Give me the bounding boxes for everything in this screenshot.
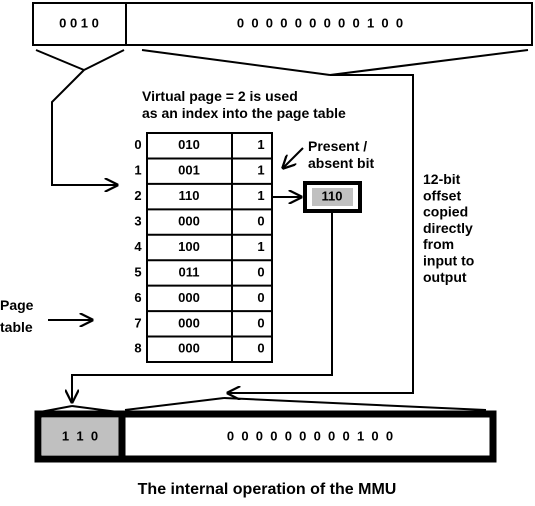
frame-output-highlight	[312, 188, 353, 206]
offset-note-line: offset	[423, 187, 461, 203]
page-table-index: 4	[134, 239, 142, 254]
present-absent-bit: 1	[257, 163, 264, 178]
page-frame-number: 001	[178, 163, 200, 178]
page-frame-number: 000	[178, 315, 200, 330]
present-note-line2: absent bit	[308, 155, 374, 171]
physical-offset-bits: 0 0 0 0 0 0 0 0 0 1 0 0	[227, 428, 393, 443]
virtual-offset-field	[125, 2, 533, 46]
index-note-line1: Virtual page = 2 is used	[142, 88, 298, 104]
page-table-row: 5 011 0	[134, 259, 272, 279]
offset-funnel	[141, 49, 529, 393]
present-absent-bit: 0	[257, 264, 264, 279]
offset-note-line: input to	[423, 253, 474, 269]
present-absent-bit: 1	[257, 137, 264, 152]
figure-caption: The internal operation of the MMU	[138, 481, 397, 498]
offset-note-line: 12-bit	[423, 171, 461, 187]
page-table-index: 5	[134, 264, 141, 279]
present-absent-bit: 0	[257, 213, 264, 228]
virtual-page-field	[32, 2, 127, 46]
page-frame-number: 000	[178, 213, 200, 228]
virtual-offset-bits: 0 0 0 0 0 0 0 0 0 1 0 0	[237, 15, 403, 30]
page-table-row: 1 001 1	[134, 157, 272, 178]
present-absent-bit: 0	[257, 315, 264, 330]
page-table-label-line1: Page	[0, 297, 34, 313]
page-table-row: 0 010 1	[134, 137, 264, 152]
offset-note-line: directly	[423, 220, 473, 236]
frame-output-value: 110	[322, 188, 343, 203]
virtual-page-bits: 0 0 1 0	[59, 15, 99, 30]
physical-frame-field	[42, 418, 119, 455]
page-table-index: 3	[134, 213, 141, 228]
page-frame-number: 011	[179, 264, 200, 279]
present-absent-bit: 0	[257, 341, 264, 356]
frame-output: 110	[303, 181, 362, 213]
page-table-index: 7	[134, 315, 141, 330]
present-bit-arrow	[283, 147, 304, 168]
offset-copy-arrow	[228, 74, 414, 393]
offset-note-line: copied	[423, 204, 468, 220]
page-table-index: 6	[134, 290, 141, 305]
page-table-index: 1	[134, 163, 141, 178]
present-note-line1: Present /	[308, 138, 367, 154]
page-table-row: 2 110 1	[134, 182, 272, 203]
index-note-line2: as an index into the page table	[142, 105, 346, 121]
frame-copy-arrow	[72, 213, 333, 402]
present-absent-bit: 1	[257, 239, 264, 254]
offset-note-line: output	[423, 269, 467, 285]
page-table-index: 0	[134, 137, 141, 152]
offset-note-line: from	[423, 236, 454, 252]
page-index-arrow	[51, 69, 117, 185]
physical-frame-bits: 1 1 0	[62, 428, 98, 443]
page-funnel	[35, 49, 125, 185]
page-frame-number: 010	[178, 137, 200, 152]
page-frame-number: 110	[179, 188, 200, 203]
page-table-row: 4 100 1	[134, 233, 272, 254]
page-table-label-line2: table	[0, 319, 33, 335]
present-absent-bit: 1	[257, 188, 264, 203]
present-absent-bit: 0	[257, 290, 264, 305]
page-table-index: 2	[134, 188, 141, 203]
physical-address-register: 1 1 0 0 0 0 0 0 0 0 0 0 1 0 0	[34, 397, 497, 463]
virtual-address-register: 0 0 1 0 0 0 0 0 0 0 0 0 0 1 0 0	[32, 2, 533, 46]
page-frame-number: 000	[178, 341, 200, 356]
page-frame-number: 000	[178, 290, 200, 305]
page-table-index: 8	[134, 341, 141, 356]
page-table-border	[146, 132, 273, 363]
page-frame-number: 100	[178, 239, 200, 254]
